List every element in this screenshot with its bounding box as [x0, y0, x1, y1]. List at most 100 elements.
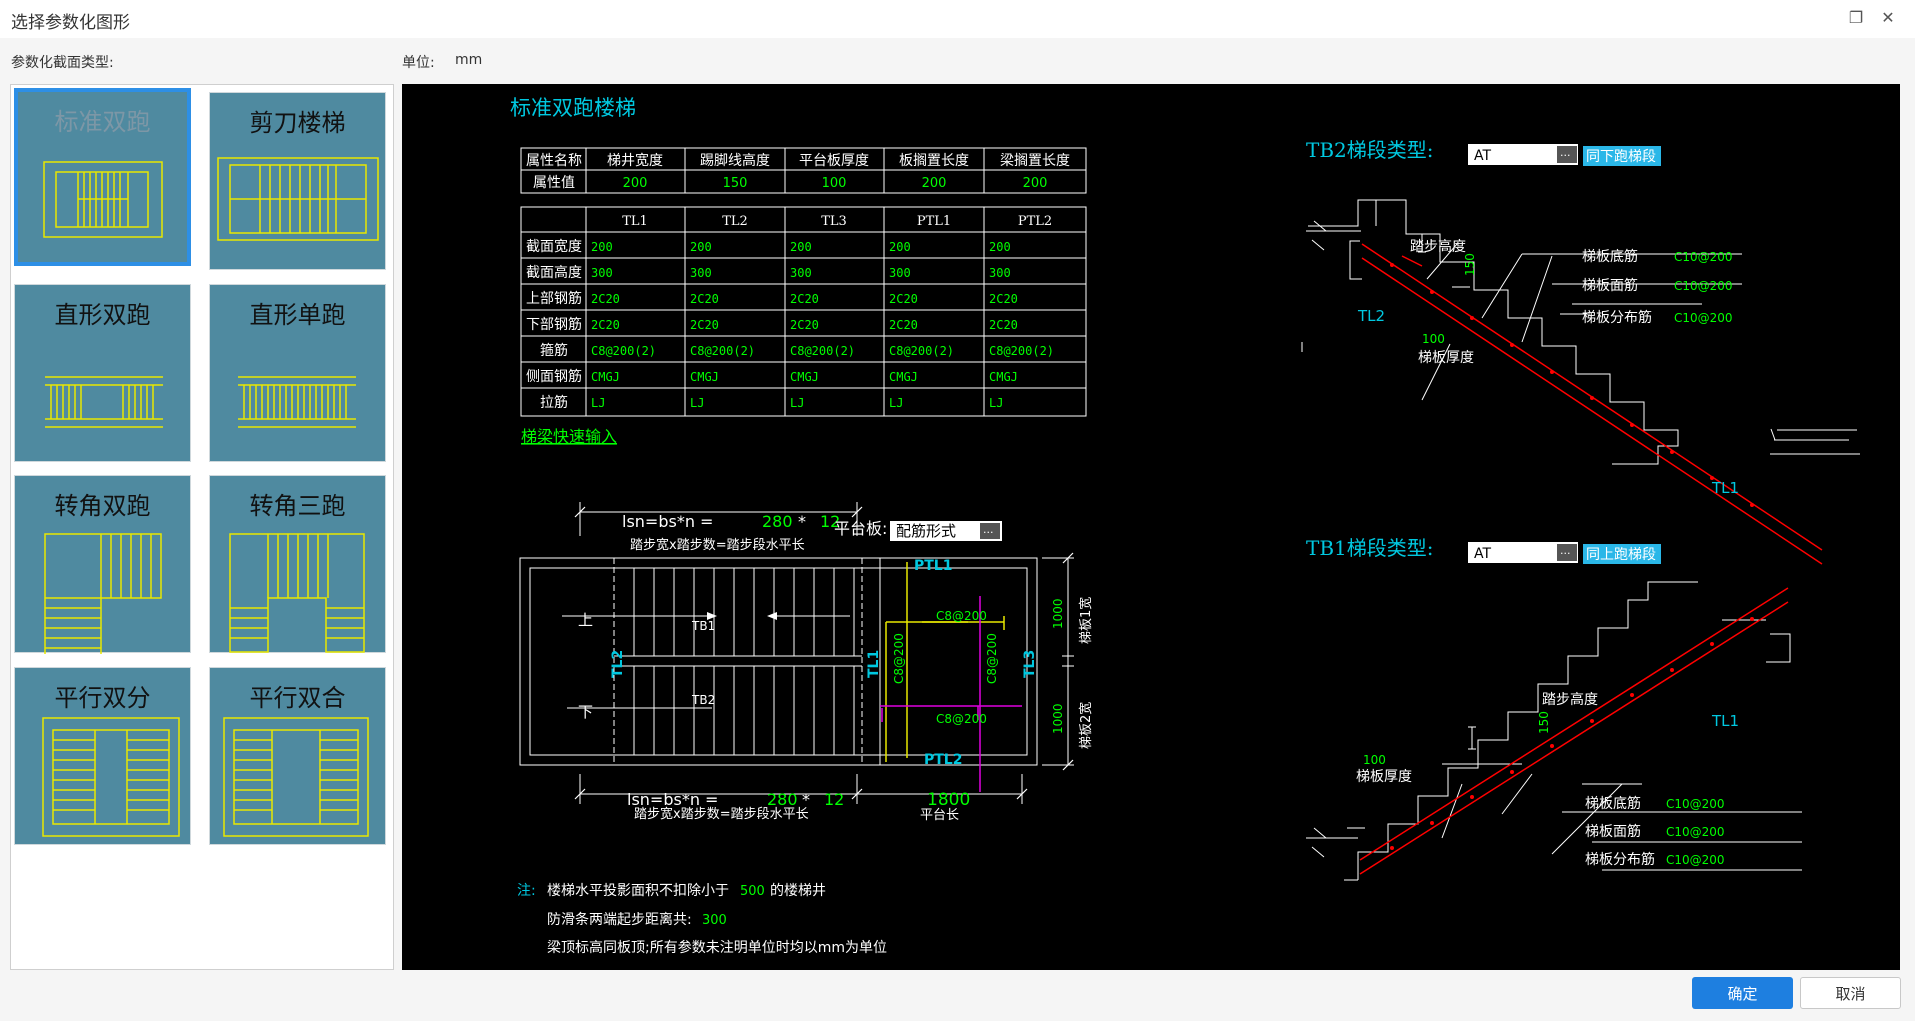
beam-cell[interactable]: 2C20 [591, 318, 620, 332]
ptl1-label: PTL1 [914, 558, 952, 574]
plan-n[interactable]: 12 [820, 512, 840, 531]
beam-cell[interactable]: C8@200(2) [889, 344, 954, 358]
thumb-parallel-split[interactable]: 平行双分 [14, 667, 191, 845]
rebar-label[interactable]: C8@200 [892, 633, 906, 684]
beam-cell[interactable]: LJ [591, 396, 605, 410]
tb2-dist-value[interactable]: C10@200 [1674, 311, 1733, 325]
tb1-bot-value[interactable]: C10@200 [1666, 797, 1725, 811]
beam-cell[interactable]: 300 [690, 266, 712, 280]
notes: 注: 楼梯水平投影面积不扣除小于 500 的楼梯井 防滑条两端起步距离共: 30… [517, 883, 887, 956]
platform-more-button[interactable] [980, 523, 1000, 539]
tb1-dist-value[interactable]: C10@200 [1666, 853, 1725, 867]
beam-cell[interactable]: 2C20 [690, 318, 719, 332]
tb2-type-dropdown[interactable] [1468, 144, 1578, 165]
beam-cell[interactable]: 200 [591, 240, 613, 254]
thumb-straight-double[interactable]: 直形双跑 [14, 284, 191, 462]
note-prefix: 注: [517, 883, 536, 899]
beam-header: PTL1 [917, 214, 951, 229]
beam-cell[interactable]: 2C20 [790, 318, 819, 332]
beam-cell[interactable]: LJ [690, 396, 704, 410]
platform-dropdown[interactable] [890, 521, 1002, 541]
beam-cell[interactable]: CMGJ [989, 370, 1018, 384]
tb2-more-button[interactable] [1557, 146, 1577, 163]
tb2-thick-label: 梯板厚度 [1418, 350, 1474, 366]
rebar-label[interactable]: C8@200 [985, 633, 999, 684]
thumb-label: 剪刀楼梯 [249, 109, 346, 137]
attr-value[interactable]: 100 [822, 176, 847, 191]
plan-n-bottom[interactable]: 12 [824, 790, 844, 809]
beam-cell[interactable]: C8@200(2) [690, 344, 755, 358]
beam-cell[interactable]: C8@200(2) [591, 344, 656, 358]
beam-cell[interactable]: 2C20 [989, 292, 1018, 306]
attr-value[interactable]: 200 [1023, 176, 1048, 191]
tb1-top-value[interactable]: C10@200 [1666, 825, 1725, 839]
beam-cell[interactable]: 300 [591, 266, 613, 280]
note-value[interactable]: 300 [702, 913, 727, 928]
beam-cell[interactable]: LJ [889, 396, 903, 410]
note-value[interactable]: 500 [740, 884, 765, 899]
rebar-label[interactable]: C8@200 [936, 712, 987, 726]
rebar-label[interactable]: C8@200 [936, 609, 987, 623]
thumb-corner-triple[interactable]: 转角三跑 [209, 475, 386, 653]
width2-value[interactable]: 1000 [1051, 703, 1065, 734]
beam-cell[interactable]: C8@200(2) [790, 344, 855, 358]
platform-length[interactable]: 1800 [927, 790, 970, 810]
beam-cell[interactable]: CMGJ [790, 370, 819, 384]
more-icon: ··· [1560, 149, 1571, 162]
beam-cell[interactable]: CMGJ [690, 370, 719, 384]
beam-cell[interactable]: 2C20 [790, 292, 819, 306]
tb1-thick-label: 梯板厚度 [1356, 769, 1412, 785]
tb1-step-h-label: 踏步高度 [1542, 691, 1598, 708]
ok-button[interactable]: 确定 [1692, 977, 1793, 1009]
thumb-parallel-merge[interactable]: 平行双合 [209, 667, 386, 845]
beam-cell[interactable]: 2C20 [989, 318, 1018, 332]
beam-cell[interactable]: 2C20 [690, 292, 719, 306]
plan-dim-caption: 踏步宽x踏步数=踏步段水平长 [630, 537, 805, 553]
plan-times-bottom: * [802, 790, 810, 809]
tb1-thick-value[interactable]: 100 [1363, 753, 1386, 767]
beam-cell[interactable]: 200 [989, 240, 1011, 254]
cancel-button[interactable]: 取消 [1800, 977, 1901, 1009]
beam-cell[interactable]: CMGJ [591, 370, 620, 384]
thumb-straight-single[interactable]: 直形单跑 [209, 284, 386, 462]
plan-bs[interactable]: 280 [762, 512, 793, 531]
thumb-standard-double[interactable]: 标准双跑 [14, 88, 191, 266]
beam-cell[interactable]: 200 [690, 240, 712, 254]
beam-row-label: 侧面钢筋 [526, 368, 582, 385]
tb1-bot-label: 梯板底筋 [1585, 795, 1641, 812]
beam-cell[interactable]: CMGJ [889, 370, 918, 384]
width1-value[interactable]: 1000 [1051, 598, 1065, 629]
attr-value[interactable]: 200 [922, 176, 947, 191]
tb2-bot-value[interactable]: C10@200 [1674, 250, 1733, 264]
beam-cell[interactable]: LJ [790, 396, 804, 410]
beam-cell[interactable]: 200 [790, 240, 812, 254]
beam-cell[interactable]: 2C20 [591, 292, 620, 306]
tb2-thick-value[interactable]: 100 [1422, 332, 1445, 346]
scissor-stair-icon [217, 157, 379, 241]
restore-icon[interactable]: ❐ [1848, 8, 1864, 27]
attr-value[interactable]: 200 [623, 176, 648, 191]
thumb-corner-double[interactable]: 转角双跑 [14, 475, 191, 654]
attr-value[interactable]: 150 [723, 176, 748, 191]
beam-cell[interactable]: C8@200(2) [989, 344, 1054, 358]
tb2-same-button[interactable] [1583, 146, 1661, 166]
attr-header: 踢脚线高度 [700, 152, 770, 169]
tb2-top-value[interactable]: C10@200 [1674, 279, 1733, 293]
thumb-label: 标准双跑 [54, 108, 151, 136]
tb2-step-h-value[interactable]: 150 [1463, 253, 1477, 276]
tb1-step-h-value[interactable]: 150 [1537, 711, 1551, 734]
tb1-type-dropdown[interactable] [1468, 542, 1578, 563]
beam-cell[interactable]: 2C20 [889, 292, 918, 306]
quick-input-link[interactable]: 梯梁快速输入 [521, 427, 617, 446]
thumb-scissor[interactable]: 剪刀楼梯 [209, 92, 386, 270]
beam-cell[interactable]: 200 [889, 240, 911, 254]
tb1-more-button[interactable] [1557, 544, 1577, 561]
plan-bs-bottom[interactable]: 280 [767, 790, 798, 809]
close-icon[interactable]: ✕ [1881, 8, 1895, 27]
beam-cell[interactable]: 300 [989, 266, 1011, 280]
tb1-same-button[interactable] [1583, 544, 1661, 564]
beam-cell[interactable]: 2C20 [889, 318, 918, 332]
beam-cell[interactable]: 300 [889, 266, 911, 280]
beam-cell[interactable]: LJ [989, 396, 1003, 410]
beam-cell[interactable]: 300 [790, 266, 812, 280]
